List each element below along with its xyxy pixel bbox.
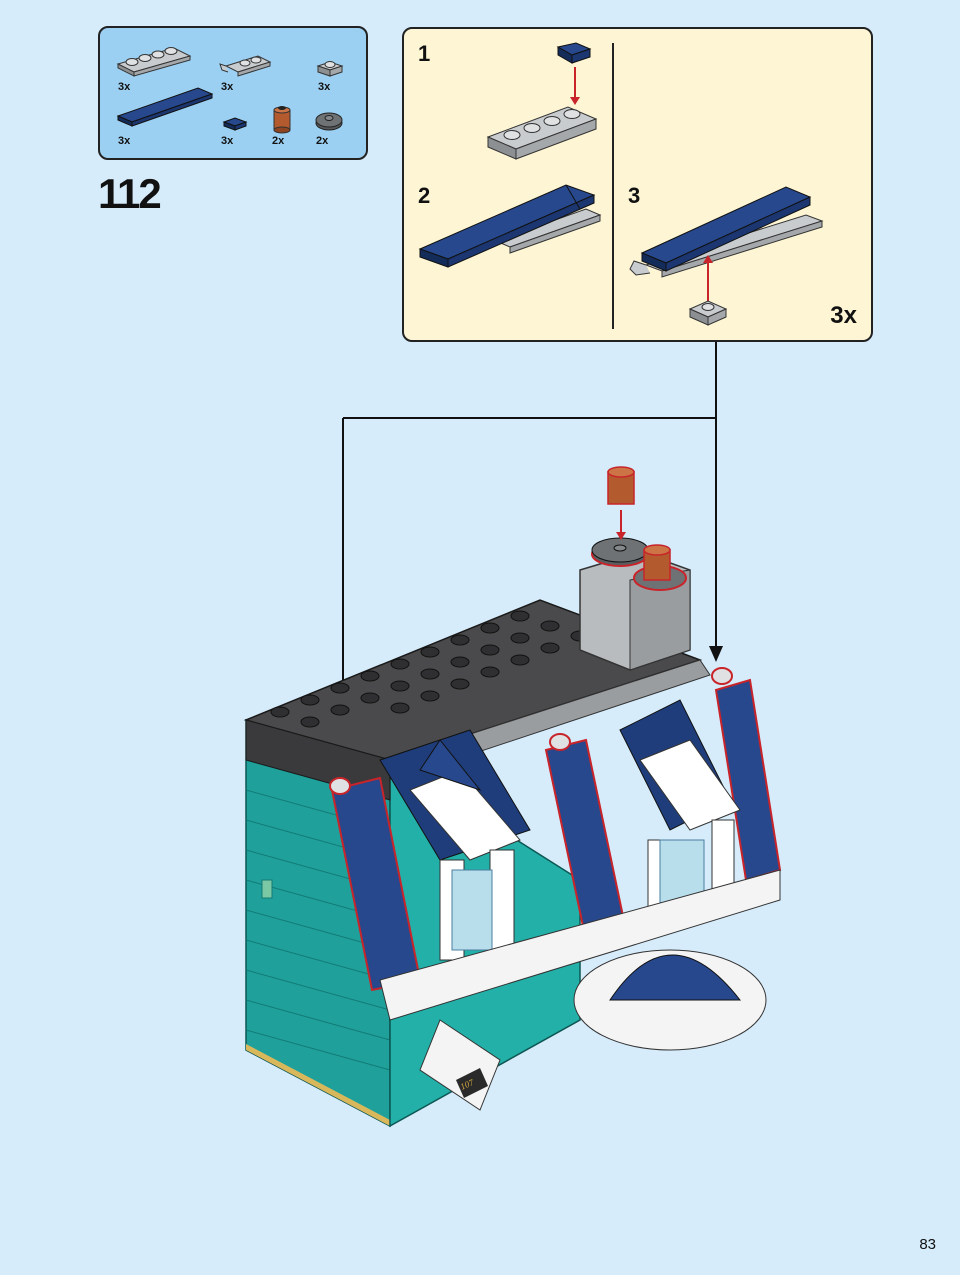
page-number: 83 <box>919 1236 936 1253</box>
parts-list: 3x 3x 3x 3x 3x 2x <box>98 26 368 160</box>
sub-assembly-box: 1 2 3 3x <box>402 27 873 342</box>
qty-label: 3x <box>118 81 131 93</box>
qty-label: 3x <box>221 135 234 147</box>
qty-label: 3x <box>118 135 131 147</box>
multiplier-label: 3x <box>830 302 857 329</box>
round-plate-icon <box>315 112 343 131</box>
plate-1x1-icon <box>316 61 344 77</box>
sub-step-number: 2 <box>418 183 431 208</box>
step-number: 112 <box>98 170 162 217</box>
round-brick-icon <box>273 106 291 134</box>
qty-label: 2x <box>316 135 329 147</box>
qty-label: 2x <box>272 135 285 147</box>
plate-1x4-icon <box>116 47 192 77</box>
sub-step-number: 3 <box>628 183 641 208</box>
sub-step-number: 1 <box>418 41 431 66</box>
sub-step-3-illustration <box>629 186 824 326</box>
building-illustration: 107 <box>243 466 782 1128</box>
divider <box>612 43 614 329</box>
sub-step-2-illustration <box>418 184 602 268</box>
tile-1x1-icon <box>222 117 248 131</box>
tile-1x8-icon <box>116 87 214 127</box>
qty-label: 3x <box>221 81 234 93</box>
sub-step-1-illustration <box>486 42 598 160</box>
plate-clip-icon <box>219 55 272 77</box>
qty-label: 3x <box>318 81 331 93</box>
